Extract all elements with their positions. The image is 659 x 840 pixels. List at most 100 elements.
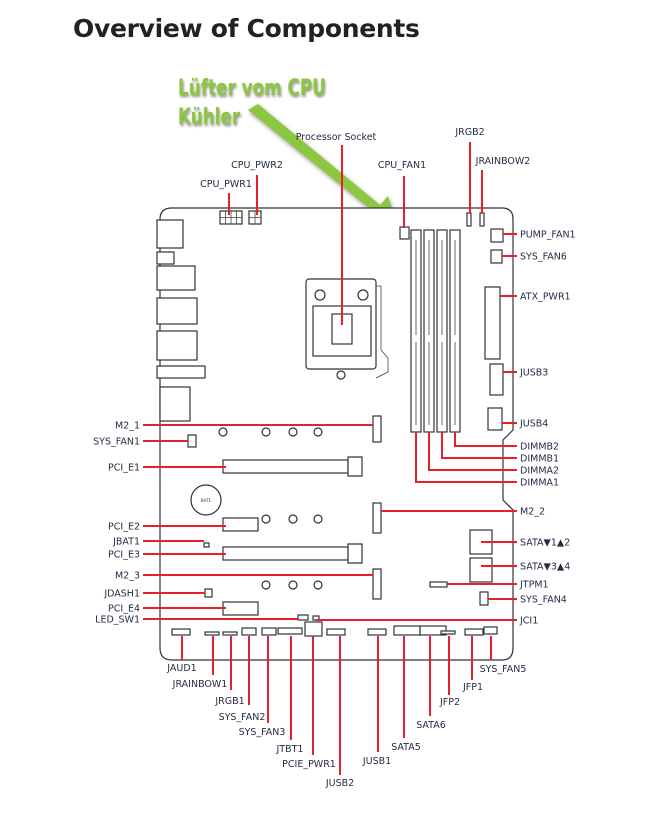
component-label: JBAT1 — [112, 537, 140, 548]
callout-jusb2: JUSB2 — [325, 636, 354, 789]
expansion-slots — [222, 415, 382, 616]
callout-m2-1: M2_1 — [115, 421, 373, 432]
cpu-power-connectors — [219, 210, 262, 225]
component-label: M2_2 — [520, 507, 545, 518]
callout-jusb1: JUSB1 — [362, 636, 391, 767]
component-label: DIMMB1 — [520, 454, 559, 465]
callout-sys-fan3: SYS_FAN3 — [239, 636, 286, 738]
component-label: Processor Socket — [296, 132, 377, 143]
callout-dimma1: DIMMA1 — [415, 432, 559, 489]
component-label: JDASH1 — [103, 589, 140, 600]
annotation-arrow — [248, 104, 398, 228]
component-label: CPU_PWR2 — [231, 160, 283, 171]
component-label: CPU_FAN1 — [378, 160, 426, 171]
callout-cpu-pwr2: CPU_PWR2 — [231, 160, 283, 215]
callout-jci1: JCI1 — [316, 616, 538, 627]
callout-sys-fan1: SYS_FAN1 — [93, 437, 188, 448]
callout-jdash1: JDASH1 — [103, 589, 205, 600]
callout-jrainbow1: JRAINBOW1 — [172, 636, 227, 690]
callout-jtpm1: JTPM1 — [447, 580, 549, 591]
component-label: SATA▼3▲4 — [520, 562, 570, 573]
bottom-headers — [171, 621, 498, 637]
mount-holes — [218, 427, 323, 590]
callout-sata5: SATA5 — [391, 636, 421, 753]
rear-io — [156, 219, 206, 422]
component-label: CPU_PWR1 — [200, 179, 252, 190]
component-label: DIMMB2 — [520, 442, 559, 453]
component-label: SYS_FAN2 — [219, 712, 266, 723]
callout-jrgb2: JRGB2 — [454, 127, 485, 213]
callout-dimmb2: DIMMB2 — [454, 432, 559, 453]
callout-sata-1-2: SATA▼1▲2 — [481, 538, 570, 549]
callout-sys-fan5: SYS_FAN5 — [480, 636, 527, 675]
callout-jtbt1: JTBT1 — [276, 636, 304, 755]
callout-jusb3: JUSB3 — [503, 368, 548, 379]
headers — [187, 212, 504, 621]
callout-pci-e1: PCI_E1 — [108, 463, 226, 474]
callout-sys-fan4: SYS_FAN4 — [488, 595, 567, 606]
component-label: SYS_FAN5 — [480, 664, 527, 675]
callout-cpu-pwr1: CPU_PWR1 — [200, 179, 252, 215]
component-label: PCI_E1 — [108, 463, 140, 474]
annotation-line-2: Kühler — [178, 105, 241, 130]
callout-jusb4: JUSB4 — [502, 419, 548, 430]
callout-sata-3-4: SATA▼3▲4 — [481, 562, 570, 573]
component-label: PCI_E3 — [108, 550, 140, 561]
callout-pci-e2: PCI_E2 — [108, 522, 226, 533]
component-label: DIMMA2 — [520, 466, 559, 477]
battery: BAT1 — [190, 484, 222, 516]
callout-sata6: SATA6 — [416, 636, 446, 731]
callout-m2-3: M2_3 — [115, 571, 373, 582]
component-label: SATA▼1▲2 — [520, 538, 570, 549]
processor-socket — [305, 278, 389, 380]
callout-jbat1: JBAT1 — [112, 537, 204, 548]
callout-jaud1: JAUD1 — [166, 636, 197, 674]
component-label: SYS_FAN6 — [520, 252, 567, 263]
leader-line — [428, 432, 517, 471]
component-label: PCI_E4 — [108, 604, 140, 615]
component-label: PCI_E2 — [108, 522, 140, 533]
callout-m2-2: M2_2 — [381, 507, 545, 518]
component-label: M2_1 — [115, 421, 140, 432]
callout-processor-socket: Processor Socket — [296, 132, 377, 325]
leader-line — [415, 432, 517, 483]
callout-cpu-fan1: CPU_FAN1 — [378, 160, 426, 228]
annotation-line-1: Lüfter vom CPU — [178, 76, 326, 101]
component-label: SYS_FAN3 — [239, 727, 286, 738]
callout-pump-fan1: PUMP_FAN1 — [503, 230, 576, 241]
component-label: SYS_FAN4 — [520, 595, 567, 606]
callout-jrainbow2: JRAINBOW2 — [475, 156, 531, 213]
component-label: JRGB2 — [454, 127, 484, 138]
component-label: DIMMA1 — [520, 478, 559, 489]
component-label: JFP2 — [439, 697, 460, 708]
callout-led-sw1: LED_SW1 — [95, 615, 298, 626]
page-title: Overview of Components — [73, 14, 420, 43]
component-label: JAUD1 — [166, 663, 196, 674]
callout-sys-fan6: SYS_FAN6 — [502, 252, 567, 263]
callout-jfp2: JFP2 — [439, 636, 460, 708]
component-label: PUMP_FAN1 — [520, 230, 576, 241]
component-label: M2_3 — [115, 571, 140, 582]
callout-jfp1: JFP1 — [462, 636, 483, 693]
component-label: JUSB1 — [362, 756, 391, 767]
component-label: PCIE_PWR1 — [282, 759, 336, 770]
component-label: JTPM1 — [519, 580, 549, 591]
leader-line — [441, 432, 517, 459]
callout-atx-pwr1: ATX_PWR1 — [500, 292, 571, 303]
component-label: LED_SW1 — [95, 615, 140, 626]
component-label: JFP1 — [462, 682, 483, 693]
component-label: JRAINBOW2 — [475, 156, 531, 167]
leader-line — [454, 432, 517, 447]
component-label: ATX_PWR1 — [520, 292, 571, 303]
component-label: JUSB2 — [325, 778, 354, 789]
callout-jrgb1: JRGB1 — [214, 636, 245, 707]
callout-dimmb1: DIMMB1 — [441, 432, 559, 465]
component-label: JTBT1 — [276, 744, 304, 755]
callout-pci-e3: PCI_E3 — [108, 550, 226, 561]
callout-pcie-pwr1: PCIE_PWR1 — [282, 636, 336, 770]
component-label: SATA6 — [416, 720, 446, 731]
component-label: JRGB1 — [214, 696, 244, 707]
component-label: JCI1 — [519, 616, 538, 627]
battery-label: BAT1 — [201, 498, 212, 503]
